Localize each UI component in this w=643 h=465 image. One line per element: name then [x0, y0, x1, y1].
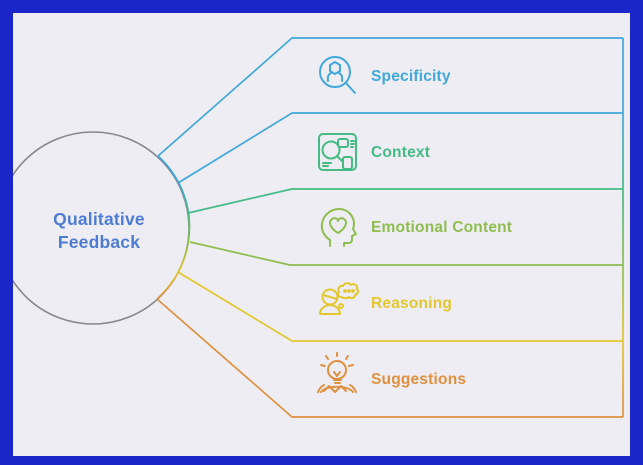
connector-context-bottom: [187, 188, 623, 214]
wireframe-screen-icon: [318, 133, 357, 171]
frame-right: [630, 0, 643, 465]
diagram-background: [13, 13, 630, 456]
branch-label-context: Context: [371, 144, 430, 161]
magnifier-target-icon: [319, 56, 356, 94]
frame-top: [0, 0, 643, 13]
person-thought-bubble-icon: [319, 282, 360, 315]
lightbulb-hands-icon: [317, 352, 357, 393]
branch-label-emotional-content: Emotional Content: [371, 219, 512, 236]
branch-label-suggestions: Suggestions: [371, 371, 466, 388]
branch-label-specificity: Specificity: [371, 68, 451, 85]
connector-specificity-top: [157, 37, 623, 157]
center-node-title-line2: Feedback: [58, 232, 140, 252]
frame-bottom: [0, 456, 643, 465]
frame-left: [0, 0, 13, 465]
head-heart-icon: [320, 208, 357, 247]
connector-suggestions-bottom: [156, 298, 623, 418]
center-node-arc-gradient: [156, 155, 191, 300]
branch-label-reasoning: Reasoning: [371, 295, 452, 312]
center-node-title-line1: Qualitative: [53, 209, 145, 229]
connector-specificity-bottom: [177, 112, 623, 184]
connector-reasoning-bottom: [177, 271, 623, 342]
connector-emotional-content-bottom: [189, 241, 623, 266]
